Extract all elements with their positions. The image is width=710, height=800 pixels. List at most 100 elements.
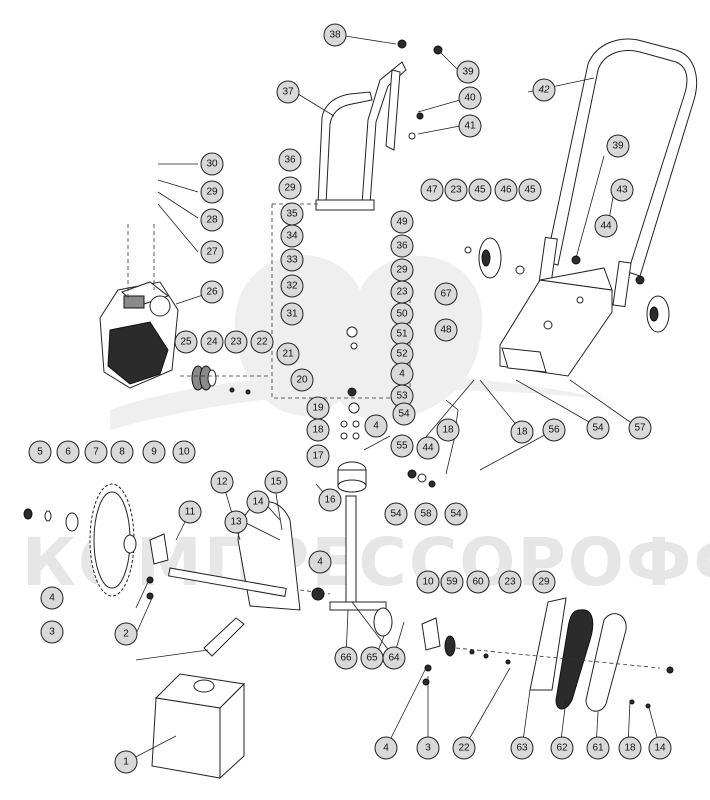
callout-39: 39	[606, 134, 630, 158]
callout-4: 4	[308, 550, 332, 574]
callout-bubble	[510, 736, 534, 760]
callout-bubble	[390, 234, 414, 258]
callout-number: 34	[286, 231, 298, 242]
callout-bubble	[510, 420, 534, 444]
callout-bubble	[458, 114, 482, 138]
callout-bubble	[444, 178, 468, 202]
callout-bubble	[498, 570, 522, 594]
saw-blade	[89, 483, 135, 597]
callout-6: 6	[56, 440, 80, 464]
callout-bubble	[440, 570, 464, 594]
callout-bubble	[246, 490, 270, 514]
callout-number: 45	[524, 185, 536, 196]
callout-39: 39	[456, 60, 480, 84]
callout-number: 44	[600, 221, 612, 232]
callout-bubble	[594, 214, 618, 238]
blade-shaft	[168, 567, 287, 597]
callout-bubble	[114, 622, 138, 646]
callout-55: 55	[390, 434, 414, 458]
callout-42: 42	[532, 78, 556, 102]
callout-35: 35	[280, 202, 304, 226]
callout-number: 20	[296, 375, 308, 386]
callout-23: 23	[390, 280, 414, 304]
callout-number: 12	[216, 477, 228, 488]
callout-3: 3	[416, 736, 440, 760]
callout-number: 9	[151, 447, 157, 458]
callout-number: 52	[396, 349, 408, 360]
engine	[99, 281, 179, 389]
callout-number: 14	[252, 497, 264, 508]
callout-bubble	[434, 282, 458, 306]
callout-bubble	[392, 402, 416, 426]
callout-number: 39	[462, 67, 474, 78]
callout-bubble	[618, 736, 642, 760]
callout-bubble	[174, 330, 198, 354]
callout-41: 41	[458, 114, 482, 138]
callout-bubble	[610, 178, 634, 202]
callout-bubble	[364, 414, 388, 438]
callout-number: 3	[425, 743, 431, 754]
callout-43: 43	[610, 178, 634, 202]
callout-bubble	[416, 736, 440, 760]
callout-bubble	[280, 302, 304, 326]
callout-bubble	[606, 134, 630, 158]
water-tank	[151, 673, 246, 780]
callout-34: 34	[280, 224, 304, 248]
callout-number: 6	[65, 447, 71, 458]
callout-number: 19	[312, 403, 324, 414]
callout-50: 50	[390, 302, 414, 326]
callout-29: 29	[390, 258, 414, 282]
callout-number: 21	[282, 349, 294, 360]
callout-60: 60	[466, 570, 490, 594]
callout-54: 54	[586, 416, 610, 440]
callout-number: 23	[504, 577, 516, 588]
callout-54: 54	[392, 402, 416, 426]
flanges-left	[23, 508, 169, 565]
callout-27: 27	[200, 240, 224, 264]
callout-30: 30	[200, 152, 224, 176]
upper-handle	[315, 61, 407, 211]
callout-number: 36	[284, 155, 296, 166]
callout-21: 21	[276, 342, 300, 366]
callout-bubble	[436, 418, 460, 442]
callout-bubble	[542, 418, 566, 442]
hardware-parts	[146, 39, 674, 709]
callout-number: 24	[206, 337, 218, 348]
callout-4: 4	[390, 362, 414, 386]
callout-bubble	[466, 570, 490, 594]
lever-arm	[203, 617, 245, 657]
callout-bubble	[210, 470, 234, 494]
callout-10: 10	[172, 440, 196, 464]
callout-bubble	[276, 342, 300, 366]
callout-5: 5	[28, 440, 52, 464]
callout-number: 30	[206, 159, 218, 170]
callout-18: 18	[306, 418, 330, 442]
bearing-bracket-lower	[421, 617, 456, 657]
callout-bubble	[280, 274, 304, 298]
callout-number: 66	[340, 653, 352, 664]
callout-number: 50	[396, 309, 408, 320]
callout-bubble	[374, 736, 398, 760]
callout-number: 54	[390, 509, 402, 520]
callout-bubble	[250, 330, 274, 354]
callout-29: 29	[532, 570, 556, 594]
callout-number: 53	[396, 391, 408, 402]
callout-bubble	[264, 470, 288, 494]
callout-number: 17	[312, 451, 324, 462]
callout-number: 29	[538, 577, 550, 588]
callout-32: 32	[280, 274, 304, 298]
callout-2: 2	[114, 622, 138, 646]
callout-number: 10	[422, 577, 434, 588]
callout-48: 48	[434, 318, 458, 342]
callout-number: 55	[396, 441, 408, 452]
callout-4: 4	[364, 414, 388, 438]
callout-number: 63	[516, 743, 528, 754]
callout-1: 1	[114, 750, 138, 774]
callout-bubble	[382, 646, 406, 670]
wheel-right	[646, 295, 670, 333]
callout-bubble	[200, 330, 224, 354]
callout-22: 22	[250, 330, 274, 354]
callout-bubble	[420, 178, 444, 202]
callout-bubble	[200, 240, 224, 264]
